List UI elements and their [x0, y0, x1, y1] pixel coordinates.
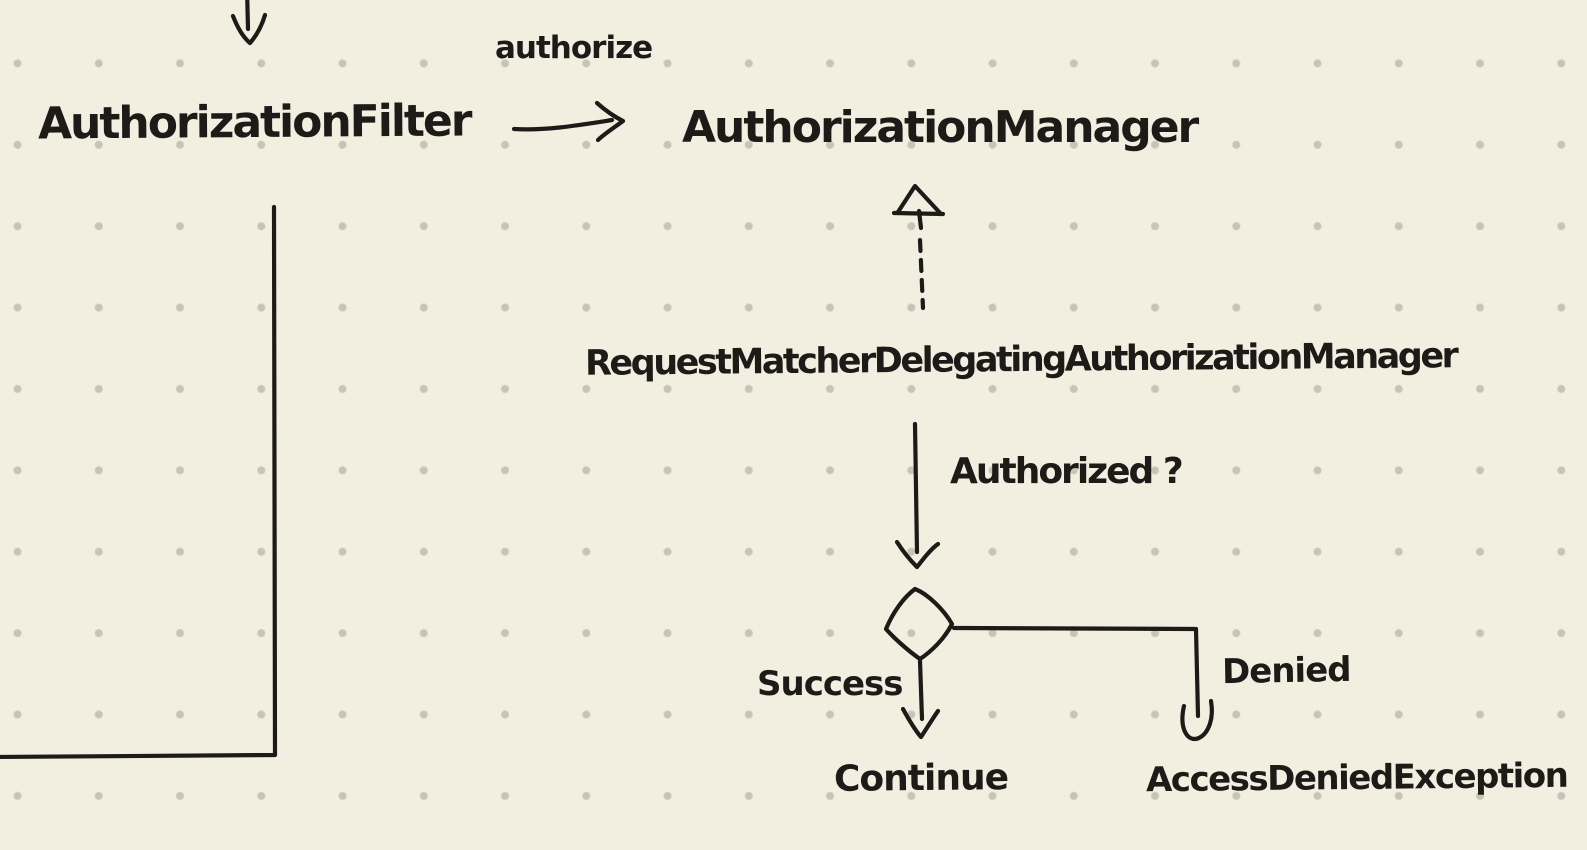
entry-arrow[interactable] [230, 0, 268, 46]
success-arrow-head [900, 706, 941, 740]
decision-diamond[interactable] [883, 586, 955, 662]
edge-label-authorize[interactable]: authorize [495, 30, 653, 66]
authorized-arrow-shaft [912, 421, 920, 555]
success-arrow[interactable] [900, 658, 941, 740]
edge-label-success[interactable]: Success [757, 664, 904, 704]
implements-arrow-dashed-shaft [917, 237, 926, 311]
authorized-arrow-head [894, 539, 941, 570]
authorize-arrow-shaft [511, 117, 615, 132]
authorize-arrow[interactable] [511, 100, 626, 143]
success-arrow-shaft [917, 658, 925, 722]
edge-label-denied[interactable]: Denied [1221, 649, 1351, 693]
entry-arrow-shaft [245, 0, 251, 32]
node-continue[interactable]: Continue [833, 757, 1009, 800]
filter-return-line[interactable] [0, 204, 278, 760]
denied-arrow[interactable] [951, 625, 1214, 742]
implements-arrow-tail-tick [916, 208, 924, 231]
entry-arrow-head [230, 12, 268, 46]
denied-arrow-shaft [951, 625, 1201, 719]
edge-label-authorized-question[interactable]: Authorized ? [950, 451, 1184, 492]
node-access-denied-exception[interactable]: AccessDeniedException [1145, 755, 1568, 801]
node-request-matcher-delegating-authorization-manager[interactable]: RequestMatcherDelegatingAuthorizationMan… [584, 336, 1457, 384]
decision-diamond-outline [883, 586, 955, 662]
node-authorization-manager[interactable]: AuthorizationManager [682, 102, 1199, 153]
implements-arrow[interactable] [891, 183, 946, 311]
authorize-arrow-head [594, 100, 626, 143]
filter-return-line-path [0, 204, 278, 760]
node-authorization-filter[interactable]: AuthorizationFilter [37, 95, 471, 150]
hollow-triangle-head [895, 183, 944, 217]
authorized-arrow[interactable] [894, 421, 941, 570]
denied-arrow-hook-head [1180, 698, 1214, 742]
